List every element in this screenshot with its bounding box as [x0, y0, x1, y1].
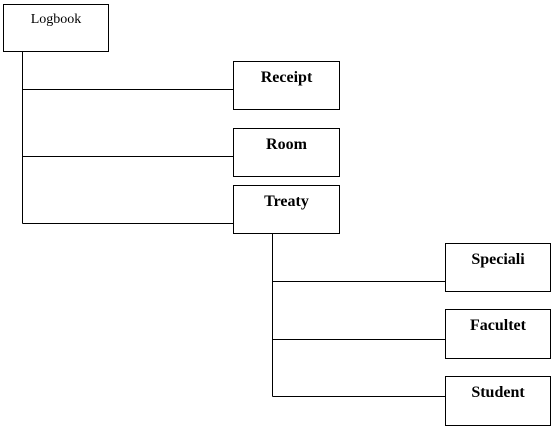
node-room: Room	[233, 128, 340, 177]
node-speciali-label: Speciali	[471, 251, 525, 268]
node-receipt-label: Receipt	[260, 69, 313, 86]
node-student: Student	[445, 376, 551, 426]
node-logbook-label: Logbook	[30, 12, 82, 27]
node-receipt: Receipt	[233, 61, 340, 110]
node-treaty: Treaty	[233, 185, 340, 234]
node-treaty-label: Treaty	[264, 193, 309, 210]
node-room-label: Room	[266, 136, 307, 153]
node-speciali: Speciali	[445, 243, 551, 292]
node-student-label: Student	[471, 384, 525, 401]
node-facultet-label: Facultet	[470, 317, 526, 334]
node-facultet: Facultet	[445, 309, 551, 359]
node-logbook: Logbook	[3, 4, 109, 52]
